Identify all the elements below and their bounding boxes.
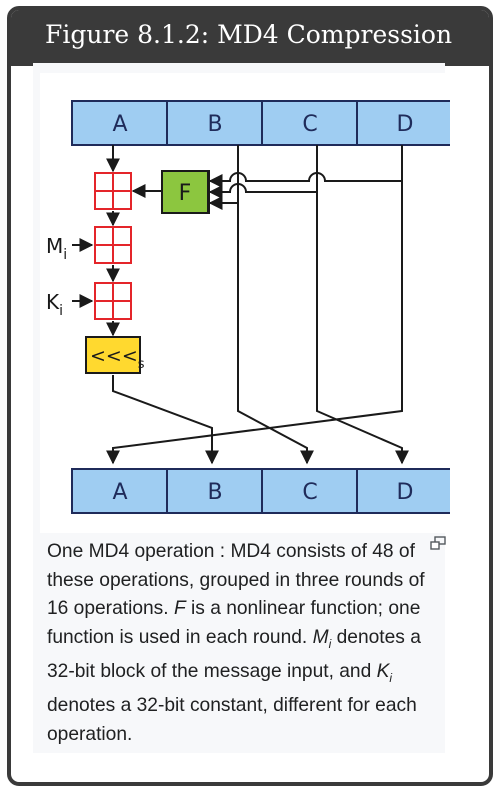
caption-text: One MD4 operation : MD4 consists of 48 o…: [47, 541, 425, 619]
d-through-wire: [106, 145, 403, 465]
d-to-f-wire: [208, 172, 402, 188]
figure-caption: One MD4 operation : MD4 consists of 48 o…: [47, 538, 427, 749]
bottom-register-a: A: [112, 480, 127, 505]
caption-f: F: [173, 598, 186, 619]
expand-icon[interactable]: [430, 536, 446, 550]
c-to-f-wire: [208, 183, 317, 199]
shift-box: [85, 336, 141, 374]
message-label: Mi: [46, 234, 67, 263]
top-register-row: A B C D: [71, 100, 453, 146]
top-register-a: A: [112, 112, 127, 137]
caption-text: denotes a 32-bit constant, different for…: [47, 695, 417, 745]
function-f-box-body: [161, 170, 209, 214]
md4-diagram: A B C D: [40, 73, 453, 533]
bottom-register-d: D: [397, 480, 414, 505]
md4-diagram-svg: A B C D: [46, 100, 453, 514]
caption-text: is a nonlinear function; one function is…: [47, 598, 421, 648]
bottom-register-c: C: [302, 480, 317, 505]
shift-label: <<<s: [90, 345, 145, 372]
bottom-register-b: B: [207, 480, 222, 505]
function-f-label: F: [179, 181, 192, 206]
top-register-d: D: [397, 112, 414, 137]
figure-title: Figure 8.1.2: MD4 Compression: [45, 20, 453, 49]
bottom-register-row: A B C D: [71, 468, 453, 514]
shift-to-b-wire: [112, 375, 219, 465]
caption-text: denotes a 32-bit block of the message in…: [47, 626, 421, 682]
top-register-b: B: [207, 112, 222, 137]
constant-label: Ki: [46, 290, 63, 319]
b-through-wire: [237, 145, 314, 465]
adder-1: [94, 172, 132, 210]
top-register-c: C: [302, 112, 317, 137]
caption-ki: Ki: [376, 660, 393, 685]
adder-2: [94, 226, 132, 264]
caption-mi: Mi: [312, 626, 332, 651]
title-bar: Figure 8.1.2: MD4 Compression: [11, 10, 489, 66]
adder-3: [94, 282, 132, 320]
c-through-wire: [316, 145, 409, 465]
